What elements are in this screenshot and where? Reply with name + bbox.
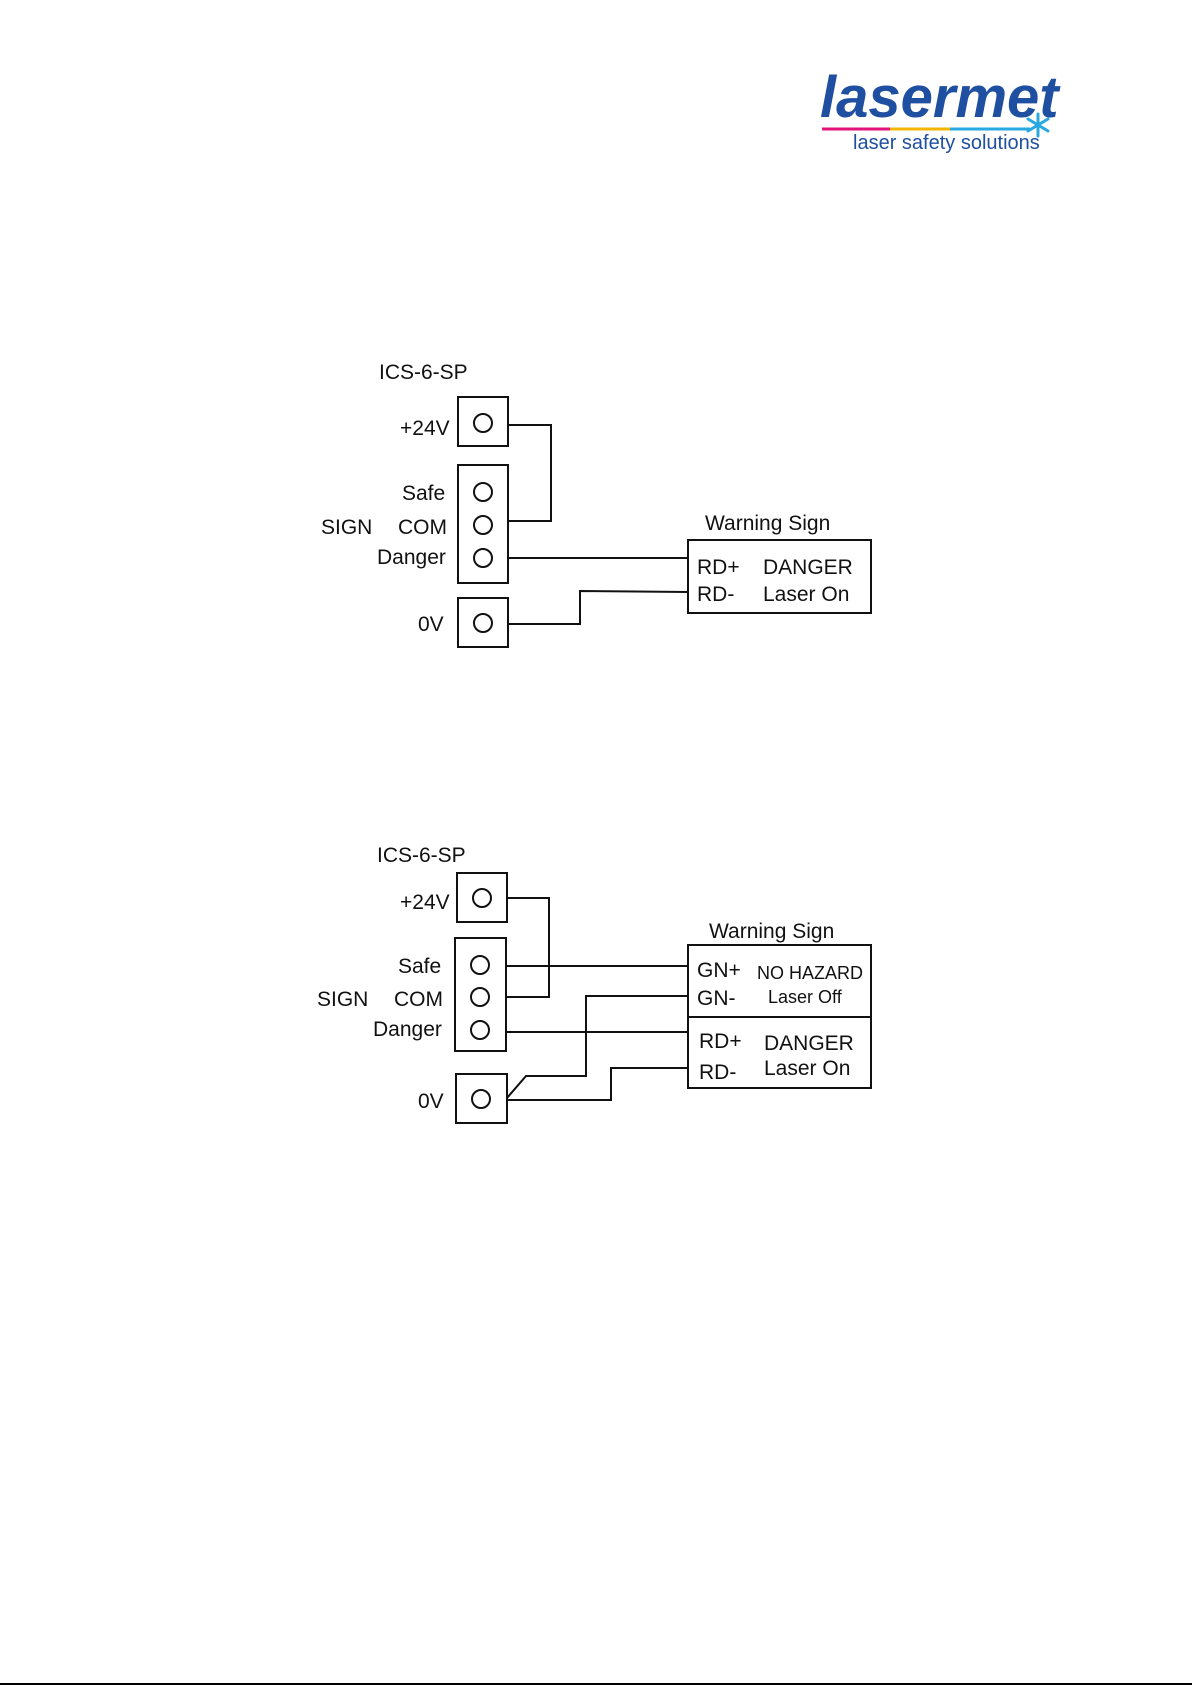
- label-0v: 0V: [418, 613, 444, 636]
- wire-0v-to-gnminus: [507, 996, 688, 1098]
- label-rd-minus: RD-: [699, 1061, 736, 1084]
- terminal-0v-box: [456, 1074, 507, 1123]
- label-danger: Danger: [377, 546, 446, 569]
- label-rd-minus: RD-: [697, 583, 734, 606]
- label-sign: SIGN: [321, 516, 372, 539]
- wire-0v-to-rdminus: [508, 591, 688, 624]
- label-com: COM: [394, 988, 443, 1011]
- terminal-24v-box: [457, 873, 507, 922]
- label-com: COM: [398, 516, 447, 539]
- warning-sign-title: Warning Sign: [709, 920, 834, 943]
- wire-24v-to-com: [506, 898, 549, 997]
- label-gn-minus: GN-: [697, 987, 736, 1010]
- terminal-0v-box: [458, 598, 508, 647]
- terminal-24v-box: [458, 397, 508, 446]
- wire-24v-to-com: [508, 425, 551, 521]
- sign-danger-text: DANGER: [764, 1032, 854, 1055]
- diagram-1: ICS-6-SP +24V Safe SIGN COM Danger 0V Wa…: [321, 361, 871, 647]
- wire-0v-to-rdminus: [507, 1068, 688, 1100]
- label-rd-plus: RD+: [697, 556, 740, 579]
- label-danger: Danger: [373, 1018, 442, 1041]
- diagram-2: ICS-6-SP +24V Safe SIGN COM Danger 0V Wa…: [317, 844, 871, 1123]
- sign-no-hazard-text: NO HAZARD: [757, 963, 863, 983]
- controller-title: ICS-6-SP: [377, 844, 466, 867]
- label-0v: 0V: [418, 1090, 444, 1113]
- sign-terminal-block: [455, 938, 506, 1051]
- label-24v: +24V: [400, 891, 450, 914]
- sign-laser-on-text: Laser On: [764, 1057, 850, 1080]
- label-safe: Safe: [398, 955, 441, 978]
- sign-danger-text: DANGER: [763, 556, 853, 579]
- label-rd-plus: RD+: [699, 1030, 742, 1053]
- label-sign: SIGN: [317, 988, 368, 1011]
- label-gn-plus: GN+: [697, 959, 741, 982]
- sign-laser-on-text: Laser On: [763, 583, 849, 606]
- label-24v: +24V: [400, 417, 450, 440]
- label-safe: Safe: [402, 482, 445, 505]
- controller-title: ICS-6-SP: [379, 361, 468, 384]
- warning-sign-title: Warning Sign: [705, 512, 830, 535]
- sign-laser-off-text: Laser Off: [768, 987, 843, 1007]
